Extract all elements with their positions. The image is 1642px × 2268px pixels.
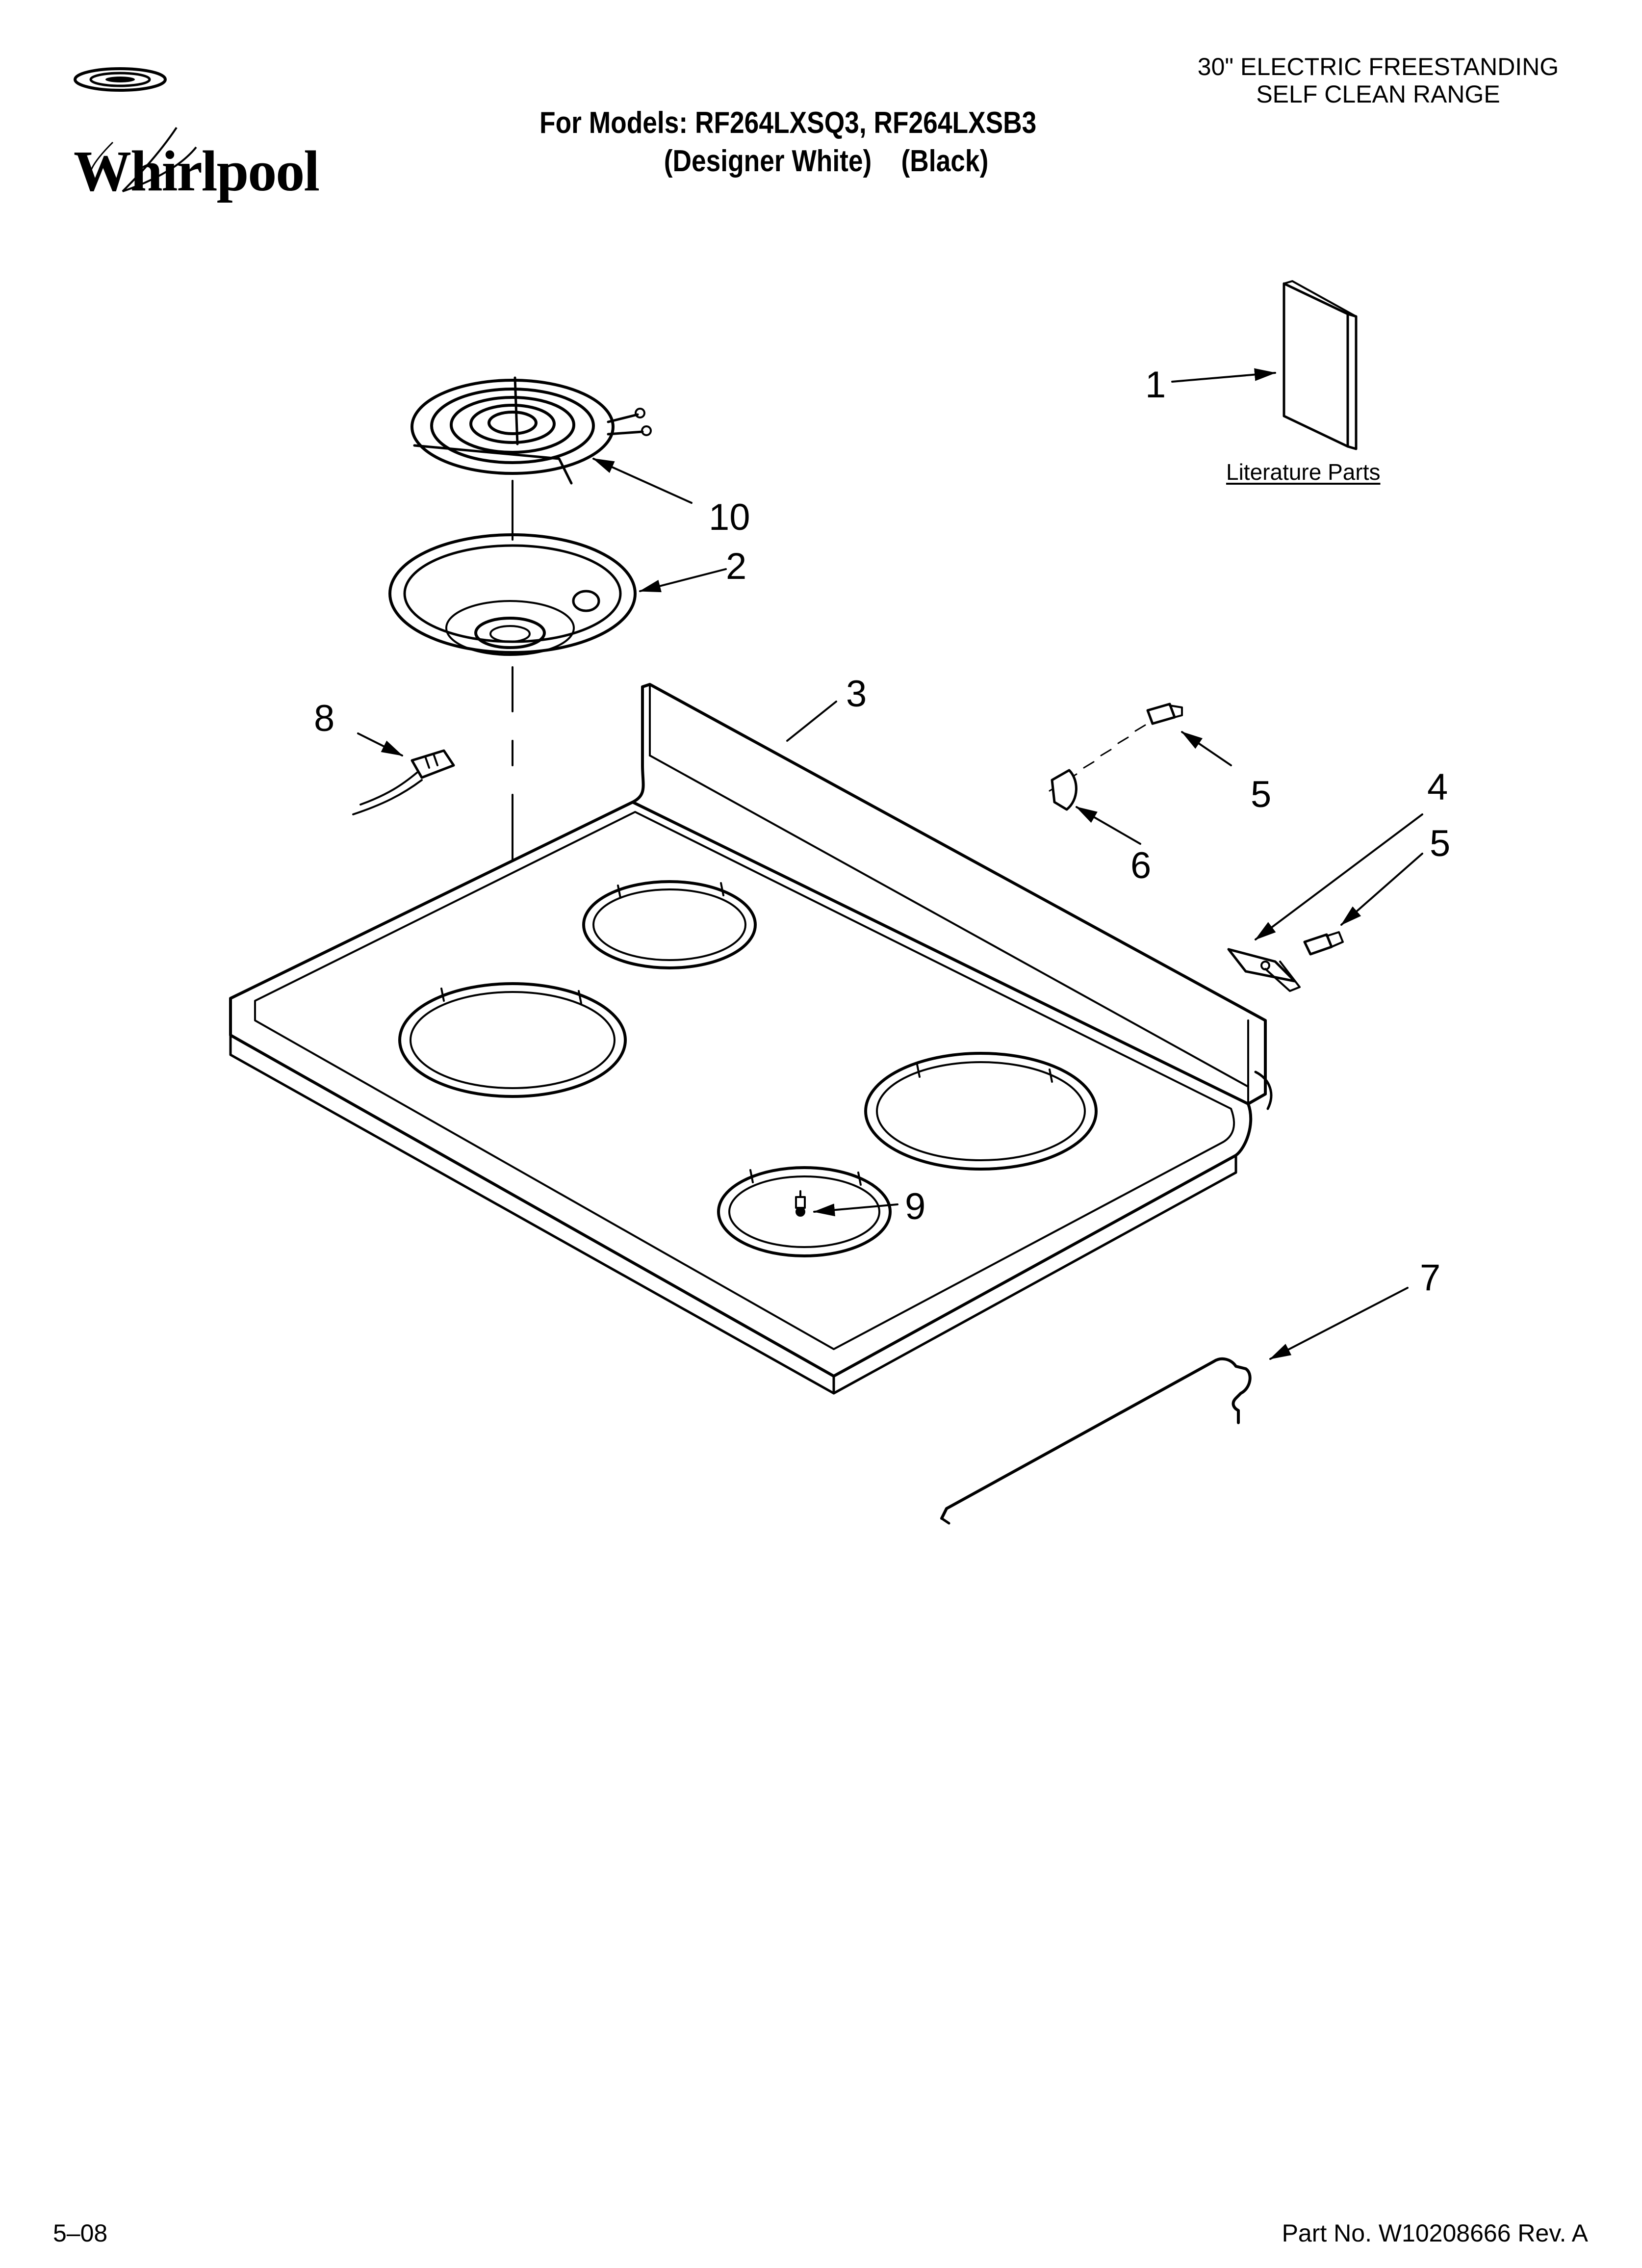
callout-5-lower: 5	[1430, 823, 1450, 864]
hinge-bracket	[1227, 948, 1301, 992]
model-header: For Models: RF264LXSQ3, RF264LXSB3 (Desi…	[539, 104, 1036, 180]
variant-black: (Black)	[901, 144, 989, 178]
product-line-2: SELF CLEAN RANGE	[1256, 80, 1500, 108]
part-number: Part No. W10208666 Rev. A	[1282, 2219, 1588, 2247]
callout-10: 10	[709, 496, 750, 538]
callout-2: 2	[726, 546, 746, 587]
drip-bowl	[388, 533, 637, 656]
surface-coil-element	[410, 376, 652, 485]
literature-parts-booklet	[1283, 280, 1358, 450]
callout-8: 8	[314, 698, 334, 739]
callout-6: 6	[1130, 845, 1151, 886]
callout-3: 3	[846, 673, 867, 715]
models-line: For Models: RF264LXSQ3, RF264LXSB3	[539, 106, 1037, 140]
product-line-1: 30" ELECTRIC FREESTANDING	[1197, 53, 1559, 80]
brand-wordmark: Whirlpool	[74, 139, 320, 203]
leader-lines	[357, 368, 1423, 1360]
callout-9: 9	[905, 1186, 925, 1227]
variant-line: (Designer White) (Black)	[539, 142, 1036, 181]
cooktop-main-top	[229, 683, 1273, 1395]
whirlpool-swirl-icon	[74, 67, 197, 192]
support-rod	[940, 1357, 1252, 1525]
revision-date: 5–08	[53, 2219, 108, 2247]
mounting-screw-lower	[1303, 931, 1344, 956]
mounting-clip	[1051, 769, 1078, 811]
wire-connector	[352, 749, 455, 815]
variant-designer-white: (Designer White)	[664, 144, 872, 178]
callout-4: 4	[1427, 766, 1448, 808]
literature-parts-label: Literature Parts	[1226, 459, 1381, 485]
whirlpool-logo: Whirlpool	[29, 59, 334, 206]
product-title: 30" ELECTRIC FREESTANDING SELF CLEAN RAN…	[1143, 53, 1614, 108]
callout-7: 7	[1420, 1257, 1440, 1299]
callout-1: 1	[1145, 364, 1166, 406]
callout-5-upper: 5	[1251, 774, 1271, 815]
